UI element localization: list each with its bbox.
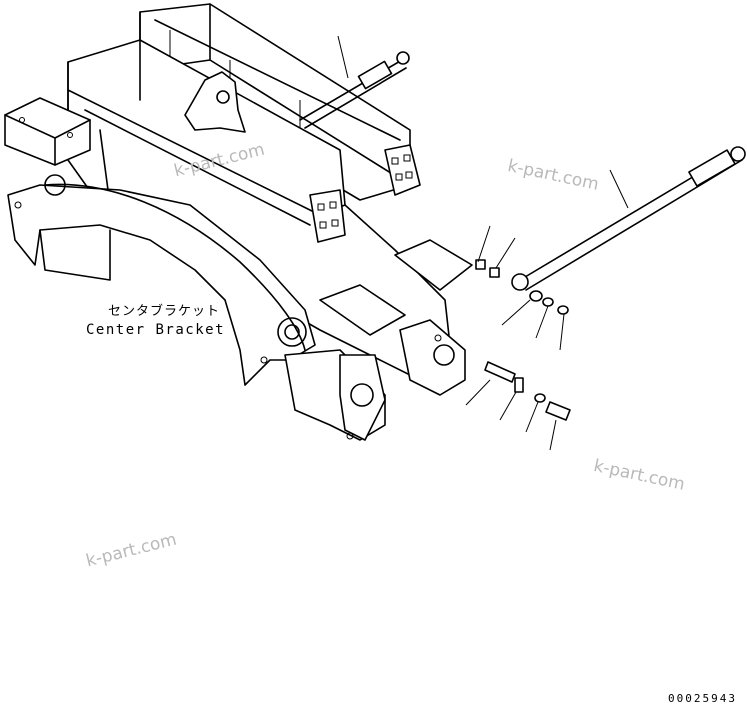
- center-bracket-label-jp: センタブラケット: [108, 304, 221, 319]
- nut: [489, 267, 500, 278]
- center-bracket-part: [7, 174, 316, 386]
- left-mount-pad: [4, 97, 91, 166]
- hardware-parts: [465, 225, 571, 451]
- drawing-code: 00025943: [668, 692, 737, 705]
- upper-cylinder: [299, 35, 410, 129]
- lower-bracket-plates: [284, 319, 466, 441]
- frame-mount-pads: [309, 144, 473, 336]
- nut: [475, 259, 486, 270]
- tow-hook: [184, 71, 246, 133]
- right-cylinder: [511, 146, 746, 291]
- center-bracket-label-en: Center Bracket: [86, 322, 226, 338]
